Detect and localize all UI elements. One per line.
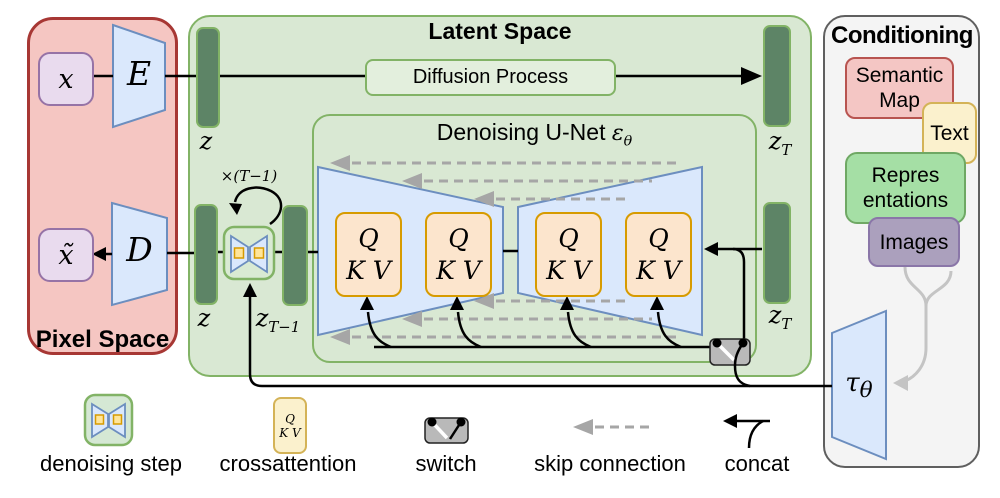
legend-concat-label: concat [724,451,790,476]
latent-zT-bar-bottom [763,202,791,304]
z-bottom-label: z [197,304,211,332]
legend-crossattention-label: crossattention [219,451,357,476]
latent-z-bar-top [196,27,220,128]
legend-skip-connection-label: skip connection [534,451,686,476]
pixel-space-title: Pixel Space [35,326,170,353]
latent-space-title: Latent Space [428,18,572,44]
denoising-unet-title: Denoising U-Net εθ [312,119,757,149]
legend-switch-label: switch [415,451,477,476]
zT1-label: zT−1 [255,304,301,336]
legend-denoising-step-icon [83,393,134,447]
z-top-label: z [199,127,213,155]
input-image-label: x [58,63,74,95]
legend-skip-connection-icon [573,419,655,435]
latent-zT-bar-top [763,25,791,127]
zT-top-label: zT [768,127,792,159]
diffusion-process-label: Diffusion Process [412,66,569,88]
unet-title-text: Denoising U-Net [436,119,606,145]
tau-theta-label: τθ [845,368,873,404]
zT-bottom-label: zT [768,301,792,333]
decoder-label: D [126,230,153,269]
legend-switch-icon [424,417,469,444]
encoder-label: E [126,54,152,93]
output-image-label: x̃ [58,239,74,271]
output-image-box: x̃ [38,228,94,282]
legend-denoising-step-label: denoising step [40,451,182,476]
latent-z-bar-bottom [194,204,218,305]
conditioning-images-box: Images [868,217,960,267]
latent-zT1-bar [282,205,308,306]
unet-epsilon-symbol: εθ [611,121,633,150]
input-image-box: x [38,52,94,106]
legend-concat-icon [723,414,770,449]
diffusion-process-box: Diffusion Process [365,59,616,96]
conditioning-title: Conditioning [831,22,973,49]
loop-count-label: ×(T−1) [220,167,278,185]
